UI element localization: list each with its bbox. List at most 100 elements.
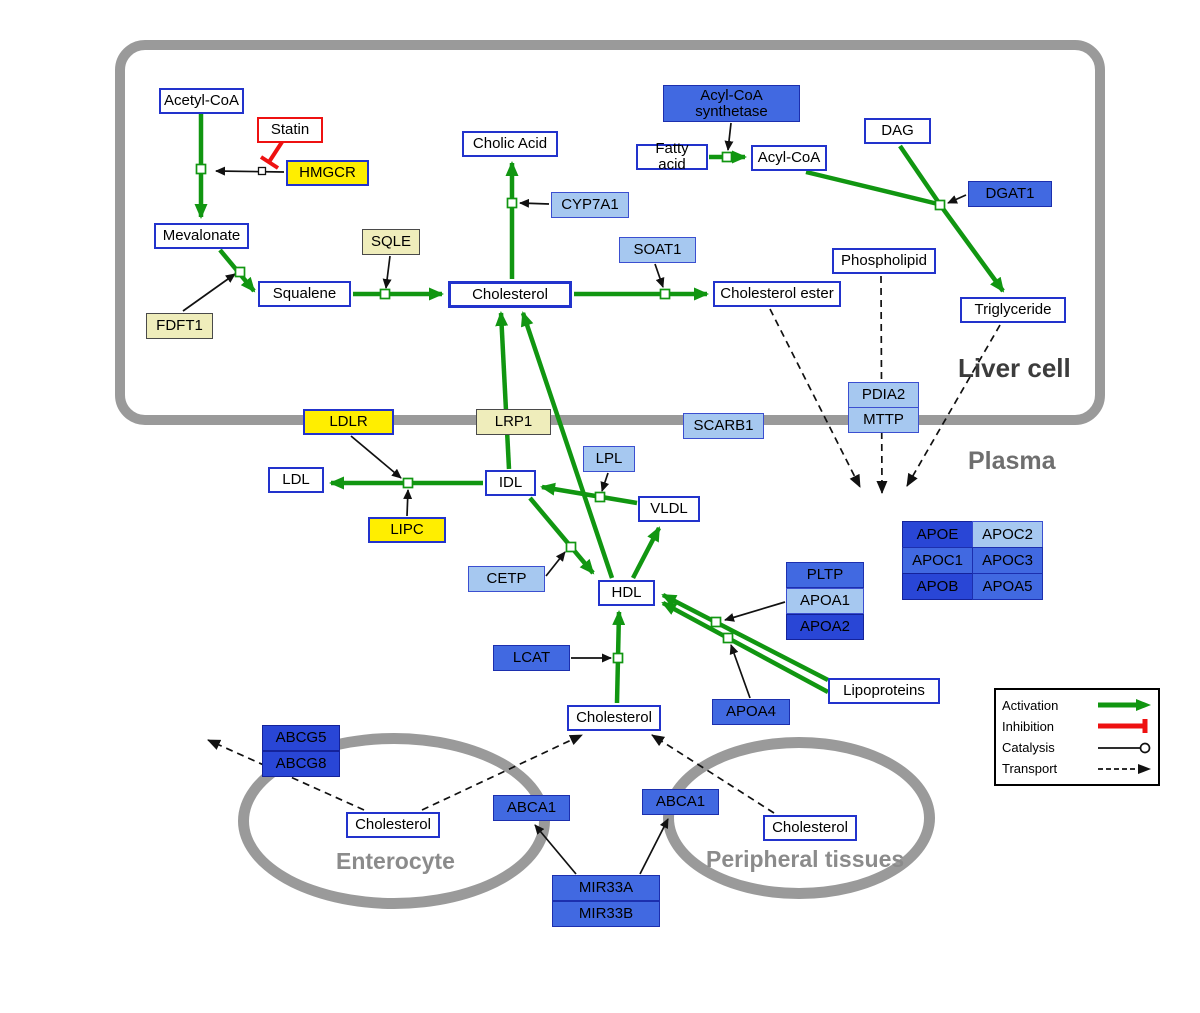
node-idl[interactable]: IDL bbox=[485, 470, 536, 496]
transport-edge-cholesterolester bbox=[769, 308, 861, 488]
catalysis-edge-ldlr bbox=[350, 435, 402, 479]
node-lrp1[interactable]: LRP1 bbox=[476, 409, 551, 435]
reaction-node bbox=[402, 477, 414, 489]
node-apoe[interactable]: APOE bbox=[902, 521, 973, 548]
inhibition-line bbox=[267, 140, 284, 164]
legend-row-catalysis: Catalysis bbox=[1002, 738, 1152, 758]
node-mir33b[interactable]: MIR33B bbox=[552, 901, 660, 927]
node-apoa5[interactable]: APOA5 bbox=[972, 573, 1043, 600]
legend-row-inhibition: Inhibition bbox=[1002, 716, 1152, 736]
node-apoa1[interactable]: APOA1 bbox=[786, 588, 864, 614]
reaction-nodes bbox=[195, 151, 946, 664]
node-fatty-acid[interactable]: Fatty acid bbox=[636, 141, 708, 173]
plasma-label: Plasma bbox=[968, 447, 1056, 475]
enterocyte-label: Enterocyte bbox=[336, 848, 455, 874]
catalysis-edge-lpl bbox=[600, 472, 610, 492]
node-dag[interactable]: DAG bbox=[864, 118, 931, 144]
node-apoa2[interactable]: APOA2 bbox=[786, 614, 864, 640]
node-cetp[interactable]: CETP bbox=[468, 566, 545, 592]
node-cholesterol-peripheral[interactable]: Cholesterol bbox=[763, 815, 857, 841]
inhibition-tbar-icon bbox=[1098, 719, 1148, 734]
node-scarb1[interactable]: SCARB1 bbox=[683, 413, 764, 439]
transport-edge-triglyceride bbox=[906, 324, 1001, 487]
activation-edge-vldl-idl bbox=[540, 482, 638, 506]
legend-row-transport: Transport bbox=[1002, 759, 1152, 779]
node-abcg5[interactable]: ABCG5 bbox=[262, 725, 340, 751]
node-lipoproteins[interactable]: Lipoproteins bbox=[828, 678, 940, 704]
node-mevalonate[interactable]: Mevalonate bbox=[154, 223, 249, 249]
node-pdia2[interactable]: PDIA2 bbox=[848, 382, 919, 408]
reaction-node bbox=[506, 197, 518, 209]
inhibited-catalysis-node bbox=[257, 166, 267, 176]
reaction-node bbox=[934, 199, 946, 211]
reaction-node bbox=[565, 541, 577, 553]
catalysis-edge-lipc bbox=[403, 489, 413, 517]
enterocyte-membrane bbox=[238, 733, 550, 909]
catalysis-edge-mir33-abca1-left bbox=[534, 824, 577, 875]
transport-edge-enterocyte-cholesterol bbox=[421, 734, 583, 811]
node-vldl[interactable]: VLDL bbox=[638, 496, 700, 522]
peripheral-tissues-membrane bbox=[663, 737, 935, 899]
node-acyl-coa-synthetase[interactable]: Acyl-CoA synthetase bbox=[663, 85, 800, 122]
activation-edge-idl-hdl bbox=[528, 496, 595, 575]
node-abcg8[interactable]: ABCG8 bbox=[262, 751, 340, 777]
reaction-node bbox=[710, 616, 722, 628]
node-hdl[interactable]: HDL bbox=[598, 580, 655, 606]
node-hmgcr[interactable]: HMGCR bbox=[286, 160, 369, 186]
catalysis-edge-soat1 bbox=[654, 263, 665, 288]
node-abca1-peripheral[interactable]: ABCA1 bbox=[642, 789, 719, 815]
catalysis-edge-apoa1 bbox=[724, 601, 786, 622]
node-ldl[interactable]: LDL bbox=[268, 467, 324, 493]
node-ldlr[interactable]: LDLR bbox=[303, 409, 394, 435]
node-lcat[interactable]: LCAT bbox=[493, 645, 570, 671]
catalysis-edge-mir33-abca1-right bbox=[639, 818, 669, 875]
legend-inhibition-label: Inhibition bbox=[1002, 718, 1055, 734]
node-cholesterol-plasma[interactable]: Cholesterol bbox=[567, 705, 661, 731]
node-lipc[interactable]: LIPC bbox=[368, 517, 446, 543]
node-apoc3[interactable]: APOC3 bbox=[972, 547, 1043, 574]
activation-edge-junction-triglyceride bbox=[939, 204, 1005, 293]
node-cholic-acid[interactable]: Cholic Acid bbox=[462, 131, 558, 157]
reaction-node bbox=[195, 163, 207, 175]
node-mttp[interactable]: MTTP bbox=[848, 407, 919, 433]
node-apoa4[interactable]: APOA4 bbox=[712, 699, 790, 725]
node-triglyceride[interactable]: Triglyceride bbox=[960, 297, 1066, 323]
node-soat1[interactable]: SOAT1 bbox=[619, 237, 696, 263]
node-mir33a[interactable]: MIR33A bbox=[552, 875, 660, 901]
catalysis-edge-cyp7a1 bbox=[519, 198, 550, 208]
node-abca1-enterocyte[interactable]: ABCA1 bbox=[493, 795, 570, 821]
reaction-node bbox=[234, 266, 246, 278]
activation-edge-lipoproteins-hdl-1 bbox=[661, 592, 830, 683]
node-cholesterol-enterocyte[interactable]: Cholesterol bbox=[346, 812, 440, 838]
catalysis-edges bbox=[182, 122, 967, 875]
liver-cell-label: Liver cell bbox=[958, 353, 1071, 383]
node-apob[interactable]: APOB bbox=[902, 573, 973, 600]
reaction-node bbox=[659, 288, 671, 300]
catalysis-edge-apoa4 bbox=[729, 644, 751, 699]
node-pltp[interactable]: PLTP bbox=[786, 562, 864, 588]
activation-edge-dag-junction bbox=[898, 144, 941, 205]
node-lpl[interactable]: LPL bbox=[583, 446, 635, 472]
node-fdft1[interactable]: FDFT1 bbox=[146, 313, 213, 339]
legend-transport-label: Transport bbox=[1002, 761, 1058, 777]
activation-edge-idl-cholesterol bbox=[495, 311, 512, 470]
node-acyl-coa[interactable]: Acyl-CoA bbox=[751, 145, 827, 171]
node-phospholipid[interactable]: Phospholipid bbox=[832, 248, 936, 274]
catalysis-edge-sqle bbox=[382, 255, 392, 289]
reaction-node bbox=[721, 151, 733, 163]
activation-edge-acylcoa-junction bbox=[805, 169, 939, 207]
node-cholesterol-ester[interactable]: Cholesterol ester bbox=[713, 281, 841, 307]
node-cyp7a1[interactable]: CYP7A1 bbox=[551, 192, 629, 218]
node-apoc2[interactable]: APOC2 bbox=[972, 521, 1043, 548]
reaction-node bbox=[722, 632, 734, 644]
node-sqle[interactable]: SQLE bbox=[362, 229, 420, 255]
node-apoc1[interactable]: APOC1 bbox=[902, 547, 973, 574]
node-statin[interactable]: Statin bbox=[257, 117, 323, 143]
node-cholesterol-liver[interactable]: Cholesterol bbox=[448, 281, 572, 308]
catalysis-circle-icon bbox=[1098, 742, 1151, 754]
node-dgat1[interactable]: DGAT1 bbox=[968, 181, 1052, 207]
node-squalene[interactable]: Squalene bbox=[258, 281, 351, 307]
node-acetyl-coa[interactable]: Acetyl-CoA bbox=[159, 88, 244, 114]
inhibition-tbar bbox=[259, 155, 280, 170]
reaction-node bbox=[594, 491, 606, 503]
